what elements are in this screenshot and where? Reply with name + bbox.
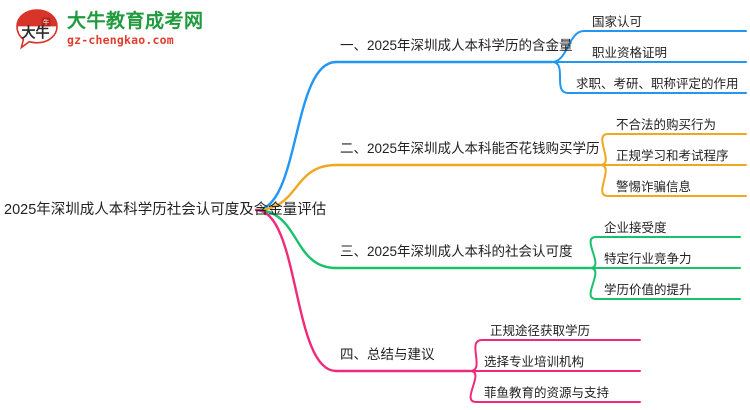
mindmap-branch-label-4[interactable]: 四、总结与建议 xyxy=(340,347,435,362)
mindmap-leaf-label-3-1[interactable]: 企业接受度 xyxy=(604,221,667,235)
mindmap-root-label[interactable]: 2025年深圳成人本科学历社会认可度及含金量评估 xyxy=(4,202,327,218)
logo-mark-icon: 牛 大牛 xyxy=(14,8,60,50)
mindmap-leaf-label-1-2[interactable]: 职业资格证明 xyxy=(592,46,668,60)
mindmap-branch-label-3[interactable]: 三、2025年深圳成人本科的社会认可度 xyxy=(340,244,573,259)
mindmap-leaf-label-4-1[interactable]: 正规途径获取学历 xyxy=(490,324,591,338)
mindmap-leaf-label-4-3[interactable]: 菲鱼教育的资源与支持 xyxy=(484,386,610,400)
mindmap-leaf-label-3-2[interactable]: 特定行业竞争力 xyxy=(604,252,692,266)
mindmap-branch-label-2[interactable]: 二、2025年深圳成人本科能否花钱购买学历 xyxy=(340,141,600,156)
mindmap-leaf-label-1-1[interactable]: 国家认可 xyxy=(592,15,643,29)
logo-title: 大牛教育成考网 xyxy=(67,9,204,32)
mindmap-leaf-label-2-1[interactable]: 不合法的购买行为 xyxy=(616,118,717,132)
mindmap-leaf-label-3-3[interactable]: 学历价值的提升 xyxy=(604,283,692,297)
mindmap-leaf-label-1-3[interactable]: 求职、考研、职称评定的作用 xyxy=(576,77,739,91)
mindmap-leaf-label-4-2[interactable]: 选择专业培训机构 xyxy=(484,355,585,369)
mindmap-branch-label-1[interactable]: 一、2025年深圳成人本科学历的含金量 xyxy=(340,38,573,53)
logo-text-block: 大牛教育成考网 gz-chengkao.com xyxy=(67,9,204,47)
logo-subtitle: gz-chengkao.com xyxy=(67,32,174,47)
svg-text:大牛: 大牛 xyxy=(22,25,50,42)
site-logo[interactable]: 牛 大牛 大牛教育成考网 gz-chengkao.com xyxy=(14,8,204,50)
mindmap-leaf-label-2-2[interactable]: 正规学习和考试程序 xyxy=(616,149,729,163)
mindmap-leaf-label-2-3[interactable]: 警惕诈骗信息 xyxy=(616,180,692,194)
svg-text:牛: 牛 xyxy=(43,19,49,27)
